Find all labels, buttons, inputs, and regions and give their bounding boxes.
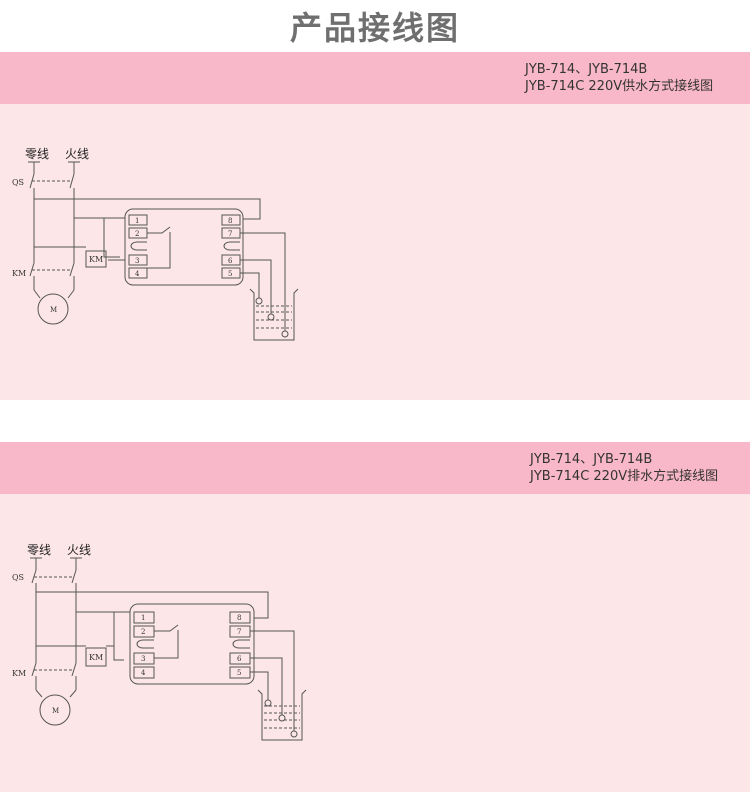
controller-left-terminals: 1 2 3 4 xyxy=(128,214,148,279)
km-coil-symbol xyxy=(85,250,107,268)
km-coil-symbol xyxy=(85,647,107,667)
controller-relay-contact xyxy=(147,226,171,269)
controller-right-terminals: 8 7 6 5 xyxy=(229,611,251,679)
controller-box xyxy=(124,208,244,286)
svg-text:7: 7 xyxy=(237,628,241,636)
caption-model-line: JYB-714、JYB-714B xyxy=(530,452,653,467)
live-label: 火线 xyxy=(65,147,89,161)
svg-text:2: 2 xyxy=(135,230,139,238)
km-label: KM xyxy=(12,669,26,678)
svg-text:4: 4 xyxy=(141,669,146,677)
km-coil-label: KM xyxy=(89,255,103,264)
wiring-diagram-drainage: 零线 火线 QS KM M KM xyxy=(12,543,307,741)
caption-model-line: JYB-714、JYB-714B xyxy=(525,62,648,77)
svg-text:2: 2 xyxy=(141,628,145,636)
svg-text:8: 8 xyxy=(228,217,232,225)
svg-text:5: 5 xyxy=(237,669,241,677)
controller-right-terminals: 8 7 6 5 xyxy=(221,214,241,279)
motor-label: M xyxy=(52,707,59,715)
km-coil-label: KM xyxy=(89,653,103,662)
water-tank xyxy=(249,288,299,341)
motor-label: M xyxy=(50,306,57,314)
section-header-band: JYB-714、JYB-714B JYB-714C 220V排水方式接线图 xyxy=(0,442,750,494)
motor-symbol xyxy=(39,694,71,726)
water-tank xyxy=(257,689,307,741)
qs-switch-symbol xyxy=(31,569,77,584)
svg-text:3: 3 xyxy=(135,257,139,265)
neutral-label: 零线 xyxy=(25,147,49,161)
km-contact-symbol xyxy=(31,662,77,690)
svg-text:3: 3 xyxy=(141,655,145,663)
svg-text:8: 8 xyxy=(237,614,241,622)
diagram-caption: JYB-714、JYB-714B JYB-714C 220V供水方式接线图 xyxy=(525,61,713,95)
neutral-label: 零线 xyxy=(27,543,51,557)
qs-label: QS xyxy=(12,573,24,582)
svg-text:6: 6 xyxy=(237,655,242,663)
svg-text:1: 1 xyxy=(135,217,139,225)
wiring-section-drainage: JYB-714、JYB-714B JYB-714C 220V排水方式接线图 零线… xyxy=(0,442,750,792)
controller-box xyxy=(129,603,255,685)
svg-text:7: 7 xyxy=(228,230,232,238)
km-label: KM xyxy=(12,269,26,278)
wiring-section-supply: JYB-714、JYB-714B JYB-714C 220V供水方式接线图 零线… xyxy=(0,52,750,400)
svg-text:4: 4 xyxy=(135,270,140,278)
svg-text:6: 6 xyxy=(228,257,233,265)
km-contact-symbol xyxy=(29,262,75,290)
wiring-diagram-supply: 零线 火线 QS KM M xyxy=(12,147,299,341)
svg-text:5: 5 xyxy=(228,270,232,278)
supply-terminals xyxy=(30,557,82,570)
svg-text:1: 1 xyxy=(141,614,145,622)
live-label: 火线 xyxy=(67,543,91,557)
caption-title-line: JYB-714C 220V排水方式接线图 xyxy=(530,469,719,484)
qs-switch-symbol xyxy=(29,173,75,189)
diagram-caption: JYB-714、JYB-714B JYB-714C 220V排水方式接线图 xyxy=(530,451,718,485)
motor-symbol xyxy=(37,293,69,325)
section-header-band: JYB-714、JYB-714B JYB-714C 220V供水方式接线图 xyxy=(0,52,750,104)
supply-terminals xyxy=(28,161,80,174)
caption-title-line: JYB-714C 220V供水方式接线图 xyxy=(525,79,714,94)
page-title: 产品接线图 xyxy=(289,9,460,47)
controller-relay-contact xyxy=(154,624,179,659)
controller-left-terminals: 1 2 3 4 xyxy=(133,611,155,679)
qs-label: QS xyxy=(12,178,24,187)
